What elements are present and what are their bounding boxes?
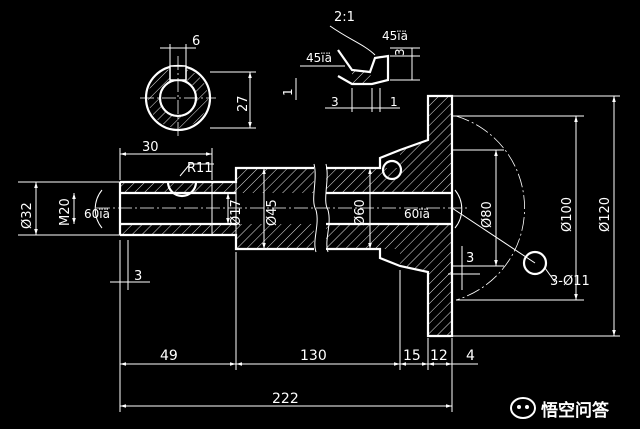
dim-dia-32: Ø32	[20, 202, 35, 229]
dim-thread: M20	[58, 198, 73, 226]
dim-key-width: 6	[192, 34, 200, 49]
watermark-text: 悟空问答	[541, 400, 609, 421]
dim-section-height: 27	[236, 95, 251, 112]
length-dims	[119, 240, 478, 412]
dim-dia-120: Ø120	[598, 197, 613, 232]
dim-groove-left: 1	[281, 88, 295, 96]
dim-total: 222	[272, 391, 299, 407]
dim-groove-depth: 3	[393, 48, 407, 56]
dim-dia-45: Ø45	[265, 199, 280, 226]
dim-holes: 3-Ø11	[550, 274, 590, 289]
shaft-main-view	[94, 94, 556, 338]
dim-bore-17: Ø17	[229, 199, 244, 226]
wukong-logo-icon	[510, 397, 536, 419]
dim-len-12: 12	[430, 348, 448, 364]
dim-radius: R11	[187, 161, 213, 176]
dim-len-30: 30	[142, 140, 159, 155]
dim-groove-right: 1	[390, 95, 398, 109]
diameter-dims	[18, 95, 620, 337]
watermark: 悟空问答	[509, 393, 635, 423]
dim-chamfer-left: 3	[134, 269, 142, 284]
scale-label: 2:1	[334, 10, 355, 25]
dim-chamfer-right: 3	[466, 251, 474, 266]
dim-cone-left: 60ïä	[84, 207, 110, 221]
dim-len-4: 4	[466, 348, 475, 364]
groove-detail	[295, 25, 420, 112]
dim-angle-right: 45ïä	[382, 29, 408, 43]
dim-cone-right: 60ïä	[404, 207, 430, 221]
dim-groove-width: 3	[331, 95, 339, 109]
section-view	[140, 44, 256, 138]
dim-dia-80: Ø80	[480, 201, 495, 228]
dim-dia-60: Ø60	[353, 199, 368, 226]
dim-len-130: 130	[300, 348, 327, 364]
dim-len-15: 15	[403, 348, 421, 364]
dim-len-49: 49	[160, 348, 178, 364]
dim-dia-100: Ø100	[560, 197, 575, 232]
dim-angle-left: 45ïä	[306, 51, 332, 65]
